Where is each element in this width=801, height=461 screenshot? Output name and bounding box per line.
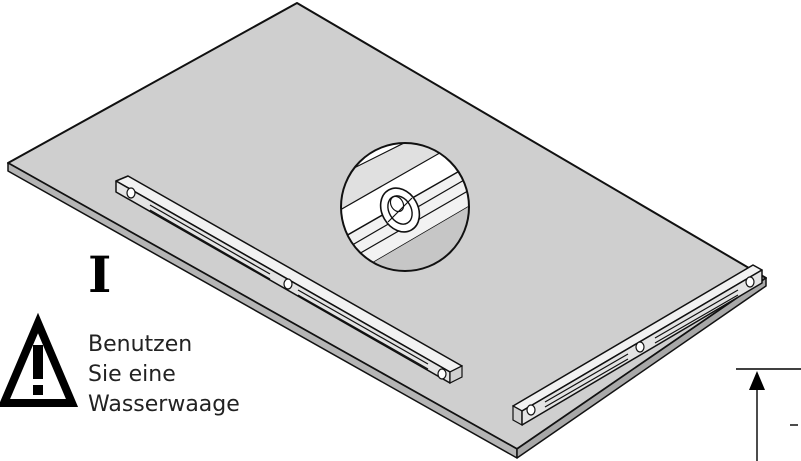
magnifier-detail-icon [340, 142, 470, 272]
arrow-up-icon [736, 368, 801, 461]
level-vial-icon [745, 276, 755, 288]
instruction-line: Wasserwaage [88, 392, 240, 417]
step-numeral: I [88, 245, 112, 304]
level-vial-icon [126, 187, 136, 199]
instruction-text: Benutzen Sie eine Wasserwaage [88, 330, 240, 420]
level-vial-icon [526, 404, 536, 416]
level-vial-icon [635, 341, 645, 353]
instruction-line: Sie eine [88, 362, 176, 387]
instruction-line: Benutzen [88, 332, 193, 357]
board-edge-right [516, 277, 767, 459]
warning-triangle-icon [0, 312, 79, 407]
level-vial-icon [437, 368, 447, 380]
spirit-level-right [512, 264, 763, 427]
spirit-level-left [115, 175, 463, 384]
spirit-level-left-end [449, 365, 463, 384]
level-vial-icon [283, 278, 293, 290]
